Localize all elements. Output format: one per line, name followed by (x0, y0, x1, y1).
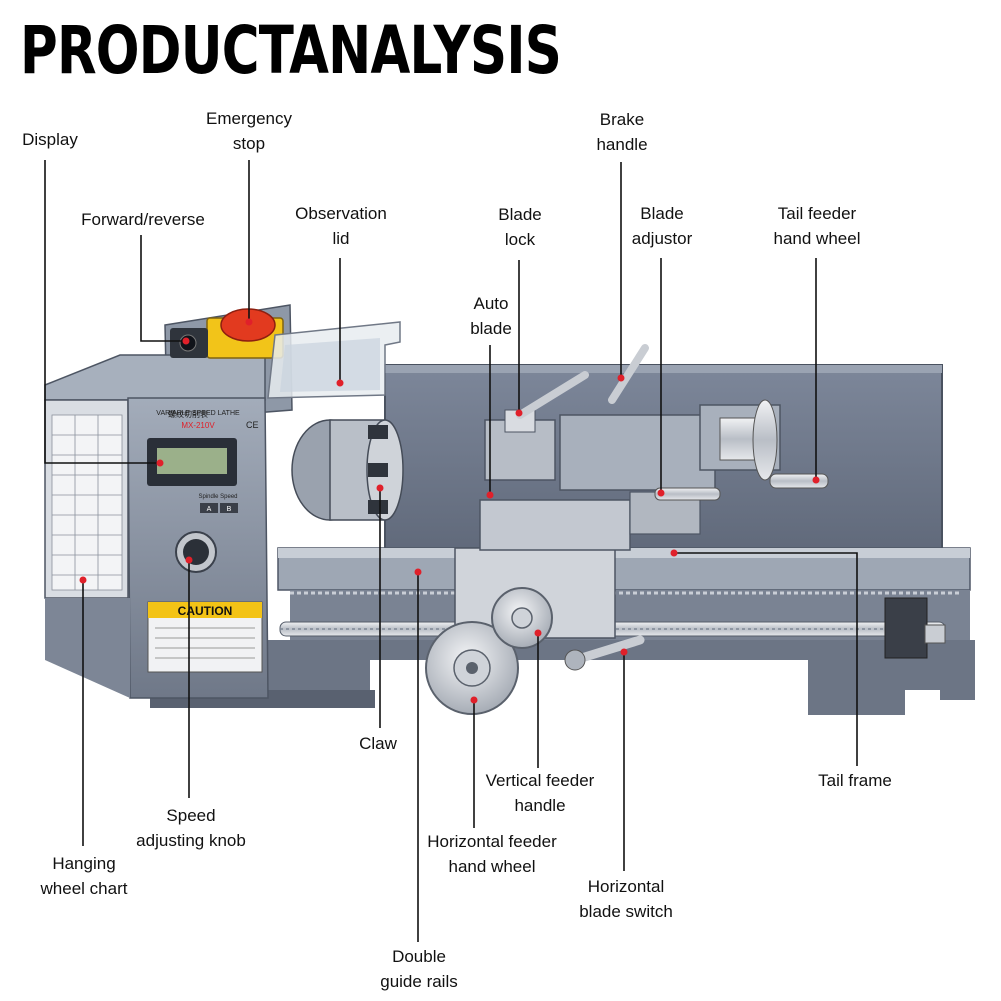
marker-forward-reverse (182, 337, 190, 345)
marker-tail-frame (670, 549, 678, 557)
marker-horizontal-feeder (470, 696, 478, 704)
page-title: PRODUCTANALYSIS (20, 12, 562, 89)
model-line-1: VARIABLE SPEED LATHE (156, 410, 240, 417)
marker-hanging-chart (79, 576, 87, 584)
horizontal-blade-switch[interactable] (564, 635, 645, 671)
lathe-base (150, 640, 975, 715)
display-lcd (157, 448, 227, 474)
marker-auto-blade (486, 491, 494, 499)
speed-adjusting-knob[interactable] (175, 531, 217, 573)
marker-brake-handle (617, 374, 625, 382)
spindle-speed-text: Spindle Speed (198, 494, 237, 500)
caution-plate: CAUTION (147, 601, 263, 673)
label-tail-frame: Tail frame (818, 771, 892, 790)
vertical-feeder-handle[interactable] (491, 587, 553, 649)
label-observation-lid: Observation lid (295, 204, 387, 248)
marker-guide-rails (414, 568, 422, 576)
observation-lid[interactable] (267, 321, 401, 399)
model-line-2: MX-210V (181, 421, 215, 430)
range-a: A (207, 506, 212, 513)
chart-header-text: 螺纹切削表 (168, 409, 208, 419)
label-hanging-wheel-chart: Hanging wheel chart (40, 854, 128, 898)
label-tail-feeder-hand-wheel: Tail feeder hand wheel (773, 204, 861, 248)
horizontal-feeder-hand-wheel[interactable] (425, 621, 519, 715)
marker-dots (79, 318, 820, 704)
marker-emergency-stop (245, 318, 253, 326)
blade-adjustor-handle[interactable] (629, 487, 721, 535)
label-double-guide-rails: Double guide rails (380, 947, 458, 991)
chuck (291, 419, 404, 521)
label-horizontal-feeder-hand-wheel: Horizontal feeder hand wheel (427, 832, 557, 876)
label-display: Display (22, 130, 78, 149)
tail-end-bracket (884, 597, 946, 659)
hanging-wheel-chart (51, 414, 123, 591)
marker-display (156, 459, 164, 467)
marker-blade-switch (620, 648, 628, 656)
label-horizontal-blade-switch: Horizontal blade switch (579, 877, 673, 921)
label-speed-adjusting-knob: Speed adjusting knob (136, 806, 246, 850)
label-blade-adjustor: Blade adjustor (631, 204, 693, 248)
ce-mark: CE (246, 420, 259, 430)
label-brake-handle: Brake handle (596, 110, 648, 154)
marker-claw (376, 484, 384, 492)
label-vertical-feeder-handle: Vertical feeder handle (485, 771, 595, 815)
label-blade-lock: Blade lock (498, 205, 542, 249)
caution-text: CAUTION (178, 604, 233, 618)
marker-vertical-feeder (534, 629, 542, 637)
tailstock (699, 399, 829, 489)
leader-lines (44, 160, 858, 942)
label-forward-reverse: Forward/reverse (81, 210, 205, 229)
label-emergency-stop: Emergency stop (206, 109, 292, 153)
control-panel: 螺纹切削表 VARIABLE SPEED LATHE MX-210V CE Sp… (44, 397, 269, 699)
label-auto-blade: Auto blade (470, 294, 512, 338)
marker-blade-lock (515, 409, 523, 417)
marker-tail-feeder (812, 476, 820, 484)
marker-observation-lid (336, 379, 344, 387)
range-b: B (227, 506, 232, 513)
forward-reverse-switch[interactable] (170, 328, 208, 358)
label-claw: Claw (359, 734, 397, 753)
marker-blade-adjustor (657, 489, 665, 497)
marker-speed-knob (185, 556, 193, 564)
compound-slide (559, 414, 716, 491)
